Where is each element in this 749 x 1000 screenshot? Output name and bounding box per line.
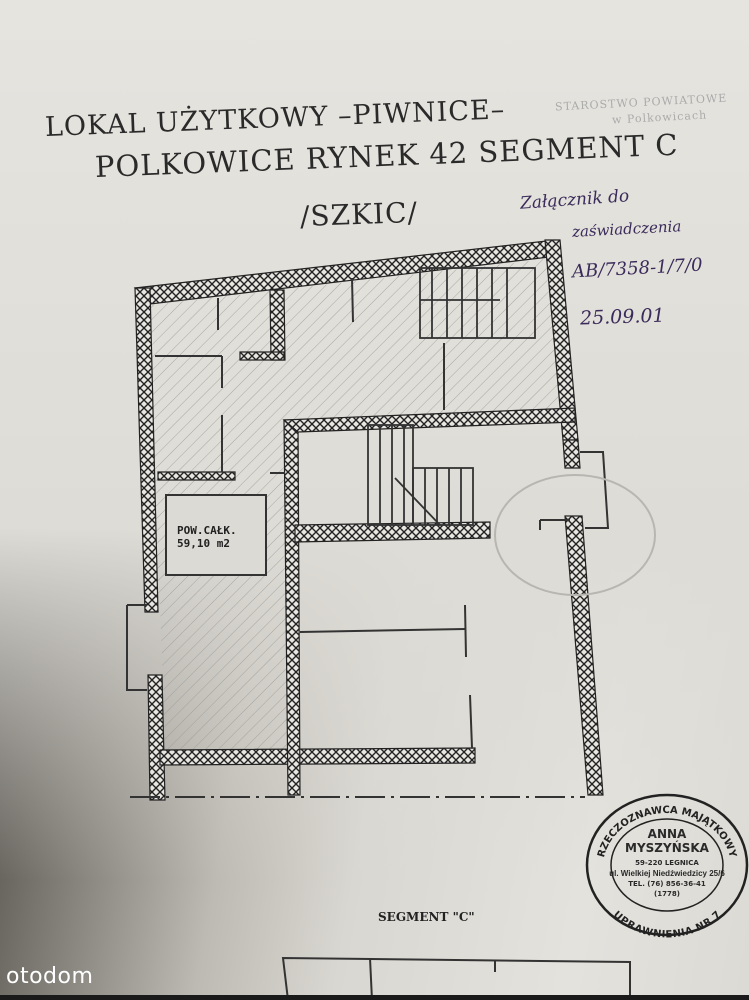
stamp-arc-bottom: UPRAWNIENIA NR 7 [611,909,723,938]
partition-lines [126,277,610,798]
stamp-phone: TEL. (76) 856-36-41 [628,880,706,888]
stamp-address-2: ul. Wielkiej Niedźwiedzicy 25/6 [609,869,725,878]
segment-label: SEGMENT "C" [378,910,475,924]
stamp-number: (1778) [654,890,680,898]
stamp-border: RZECZOZNAWCA MAJĄTKOWY UPRAWNIENIA NR 7 [585,793,749,938]
area-value: 59,10 m2 [177,537,230,550]
stamp-name-2: MYSZYŃSKA [625,841,709,855]
stamp-name-1: ANNA [647,827,687,841]
walls [133,239,604,801]
paper-surface [0,0,749,880]
area-label-box: POW.CAŁK. 59,10 m2 [165,494,267,576]
bottom-edge [0,995,749,1000]
area-label: POW.CAŁK. [177,524,237,537]
hatched-floor-area [150,258,560,750]
appraiser-stamp: RZECZOZNAWCA MAJĄTKOWY UPRAWNIENIA NR 7 … [585,793,749,938]
otodom-watermark-logo: otodom [6,964,94,989]
segment-c-sketch [281,956,631,1000]
staircase [367,267,536,526]
faint-round-stamp [494,474,656,596]
stamp-address-1: 59-220 LEGNICA [635,859,699,867]
